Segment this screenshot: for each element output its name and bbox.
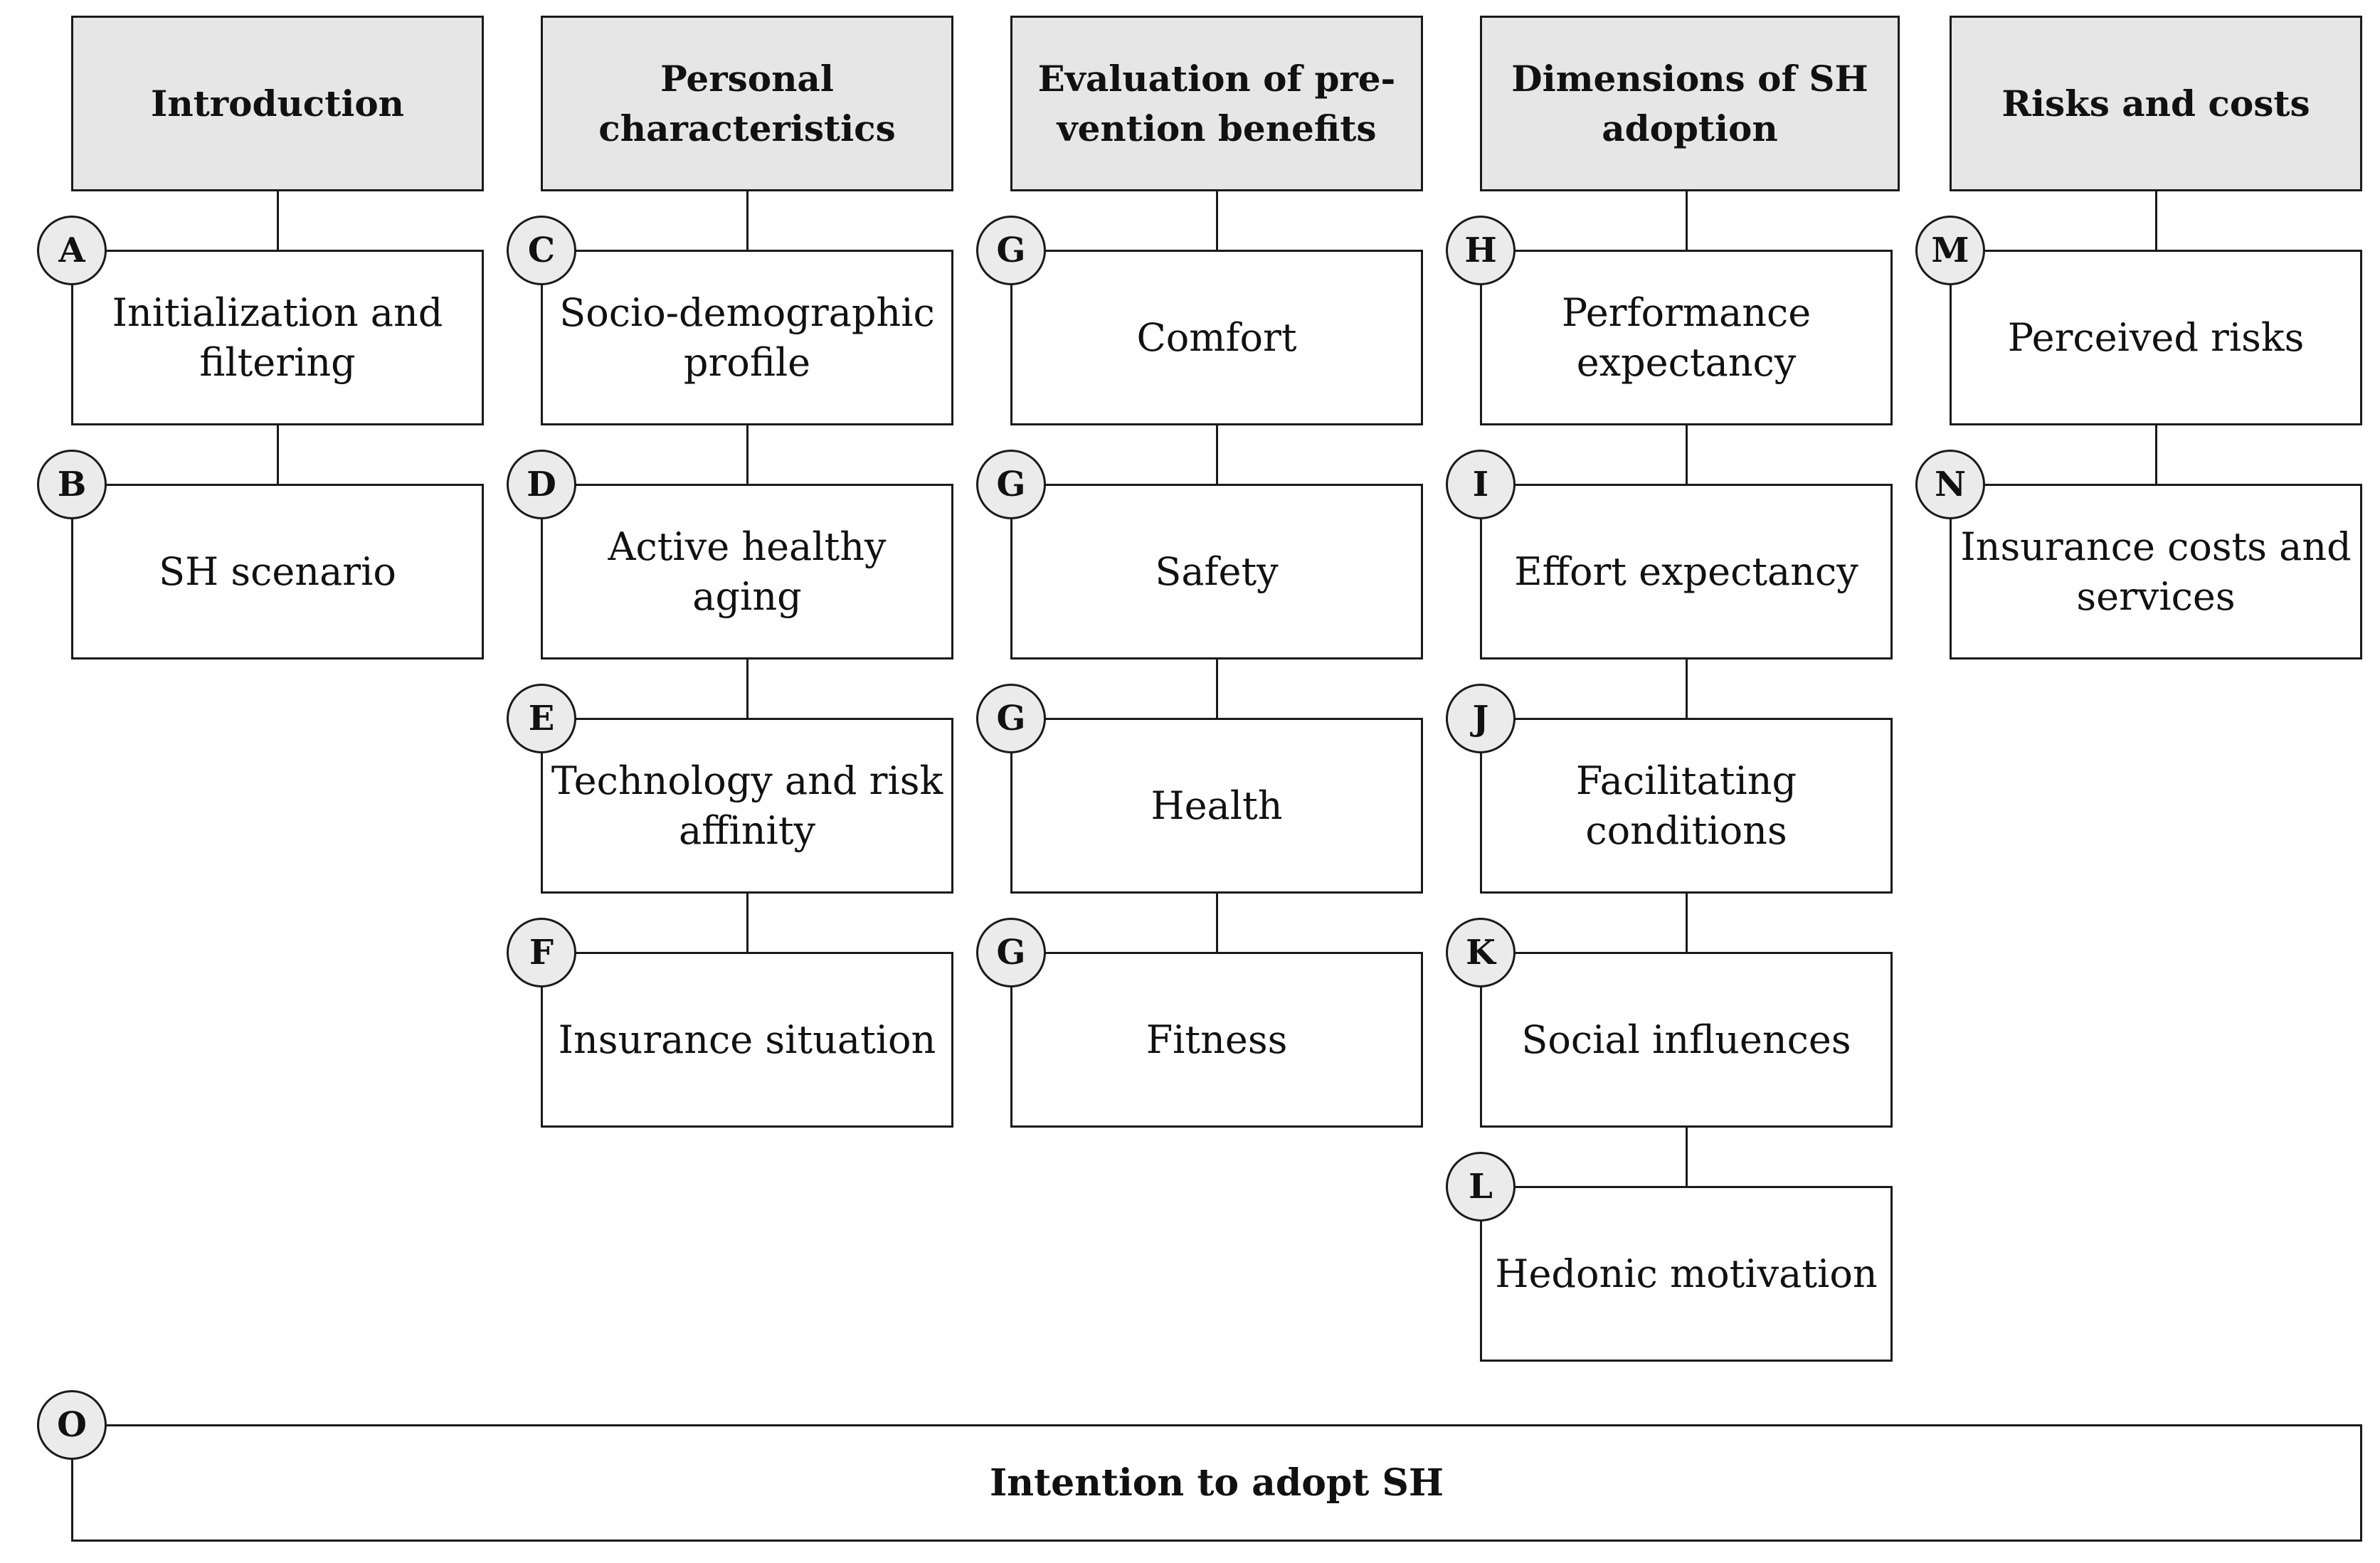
item-label: Effort expectancy: [1514, 549, 1858, 594]
column-header-risks-costs: Risks and costs: [1950, 16, 2362, 191]
item-box-comfort: Comfort: [1010, 250, 1423, 425]
outcome-label: Intention to adopt SH: [989, 1461, 1444, 1505]
badge-circle: O: [37, 1390, 107, 1460]
item-label: Socio-demographic profile: [559, 290, 935, 385]
outcome-box: Intention to adopt SH: [71, 1424, 2362, 1542]
badge-circle: E: [507, 684, 576, 753]
badge-circle: J: [1446, 684, 1516, 753]
connector-line: [2155, 425, 2157, 484]
item-label: Comfort: [1136, 314, 1297, 360]
item-label: Performance expectancy: [1561, 290, 1812, 385]
item-label: Facilitating conditions: [1575, 758, 1797, 853]
column-header-prevention-benefits: Evaluation of pre-vention benefits: [1010, 16, 1423, 191]
column-header-personal-characteristics: Personal characteristics: [541, 16, 953, 191]
item-label: Insurance situation: [558, 1017, 936, 1062]
item-label: Hedonic motivation: [1495, 1251, 1878, 1296]
item-label: SH scenario: [159, 549, 396, 594]
badge-circle: F: [507, 918, 576, 987]
connector-line: [746, 191, 749, 250]
column-title: Evaluation of pre-vention benefits: [1037, 57, 1396, 149]
badge-circle: H: [1446, 216, 1516, 285]
connector-line: [1686, 894, 1688, 952]
item-label: Initialization and filtering: [112, 290, 443, 385]
connector-line: [277, 425, 279, 484]
connector-line: [2155, 191, 2157, 250]
badge-circle: B: [37, 450, 107, 519]
badge-circle: I: [1446, 450, 1516, 519]
item-box-safety: Safety: [1010, 484, 1423, 659]
item-box-health: Health: [1010, 718, 1423, 894]
item-box-fitness: Fitness: [1010, 952, 1423, 1128]
item-box-hedonic-motivation: Hedonic motivation: [1480, 1186, 1893, 1362]
item-label: Perceived risks: [2007, 314, 2305, 360]
connector-line: [1686, 659, 1688, 718]
column-title: Personal characteristics: [598, 57, 896, 149]
column-title: Risks and costs: [2001, 82, 2310, 124]
connector-line: [1216, 191, 1218, 250]
connector-line: [746, 425, 749, 484]
badge-circle: N: [1915, 450, 1985, 519]
connector-line: [1216, 894, 1218, 952]
badge-circle: L: [1446, 1152, 1516, 1222]
item-box-performance-expectancy: Performance expectancy: [1480, 250, 1893, 425]
badge-circle: G: [976, 684, 1046, 753]
item-label: Technology and risk affinity: [551, 758, 943, 853]
item-box-active-healthy-aging: Active healthy aging: [541, 484, 953, 659]
connector-line: [746, 894, 749, 952]
connector-line: [1686, 191, 1688, 250]
connector-line: [1216, 425, 1218, 484]
column-title: Dimensions of SH adoption: [1511, 57, 1868, 149]
item-box-initialization: Initialization and filtering: [71, 250, 484, 425]
connector-line: [277, 191, 279, 250]
badge-circle: G: [976, 450, 1046, 519]
item-label: Active healthy aging: [608, 524, 887, 619]
item-box-technology-risk-affinity: Technology and risk affinity: [541, 718, 953, 894]
item-label: Fitness: [1146, 1017, 1288, 1062]
item-label: Health: [1151, 783, 1283, 828]
badge-circle: A: [37, 216, 107, 285]
connector-line: [746, 659, 749, 718]
badge-circle: G: [976, 216, 1046, 285]
item-box-social-influences: Social influences: [1480, 952, 1893, 1128]
badge-circle: K: [1446, 918, 1516, 987]
item-box-socio-demographic: Socio-demographic profile: [541, 250, 953, 425]
item-box-sh-scenario: SH scenario: [71, 484, 484, 659]
connector-line: [1216, 659, 1218, 718]
item-label: Social influences: [1521, 1017, 1851, 1062]
connector-line: [1686, 425, 1688, 484]
item-box-insurance-costs: Insurance costs and services: [1950, 484, 2362, 659]
item-label: Insurance costs and services: [1960, 524, 2352, 619]
item-box-facilitating-conditions: Facilitating conditions: [1480, 718, 1893, 894]
item-box-perceived-risks: Perceived risks: [1950, 250, 2362, 425]
badge-circle: G: [976, 918, 1046, 987]
badge-circle: D: [507, 450, 576, 519]
badge-circle: C: [507, 216, 576, 285]
badge-circle: M: [1915, 216, 1985, 285]
column-title: Introduction: [150, 82, 405, 124]
column-header-sh-adoption: Dimensions of SH adoption: [1480, 16, 1900, 191]
connector-line: [1686, 1128, 1688, 1186]
item-box-effort-expectancy: Effort expectancy: [1480, 484, 1893, 659]
item-label: Safety: [1155, 549, 1279, 594]
item-box-insurance-situation: Insurance situation: [541, 952, 953, 1128]
column-header-introduction: Introduction: [71, 16, 484, 191]
